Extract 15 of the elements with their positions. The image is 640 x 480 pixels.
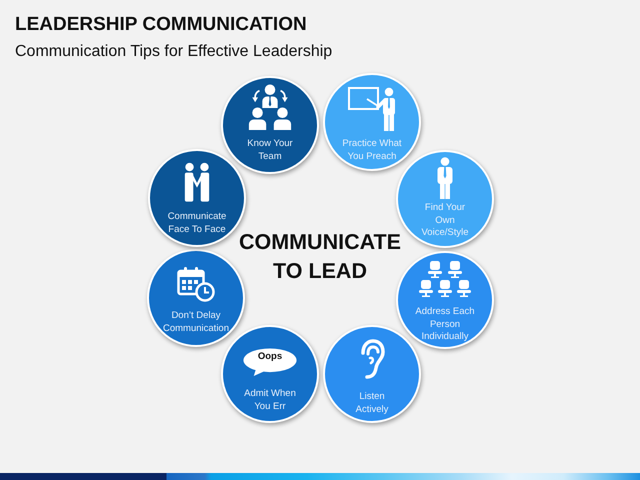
page-title: LEADERSHIP COMMUNICATION — [15, 14, 307, 36]
tip-text: Practice What You Preach — [341, 138, 403, 163]
center-heading: COMMUNICATE TO LEAD — [238, 229, 402, 285]
tip-text: Communicate Face To Face — [166, 211, 228, 236]
tip-text: Know Your Team — [246, 138, 294, 163]
tip-text: Don’t Delay Communication — [162, 310, 230, 335]
tip-text: Admit When You Err — [243, 388, 297, 413]
tip-text: Find Your Own Voice/Style — [420, 202, 470, 240]
tip-circle — [147, 249, 245, 347]
tip-circle — [221, 76, 319, 174]
tip-circle — [396, 251, 494, 349]
tip-text: Address Each Person Individually — [414, 306, 476, 344]
subtitle: Communication Tips for Effective Leadership — [15, 42, 332, 61]
tip-text: Listen Actively — [354, 391, 390, 416]
tip-circle — [323, 325, 421, 423]
